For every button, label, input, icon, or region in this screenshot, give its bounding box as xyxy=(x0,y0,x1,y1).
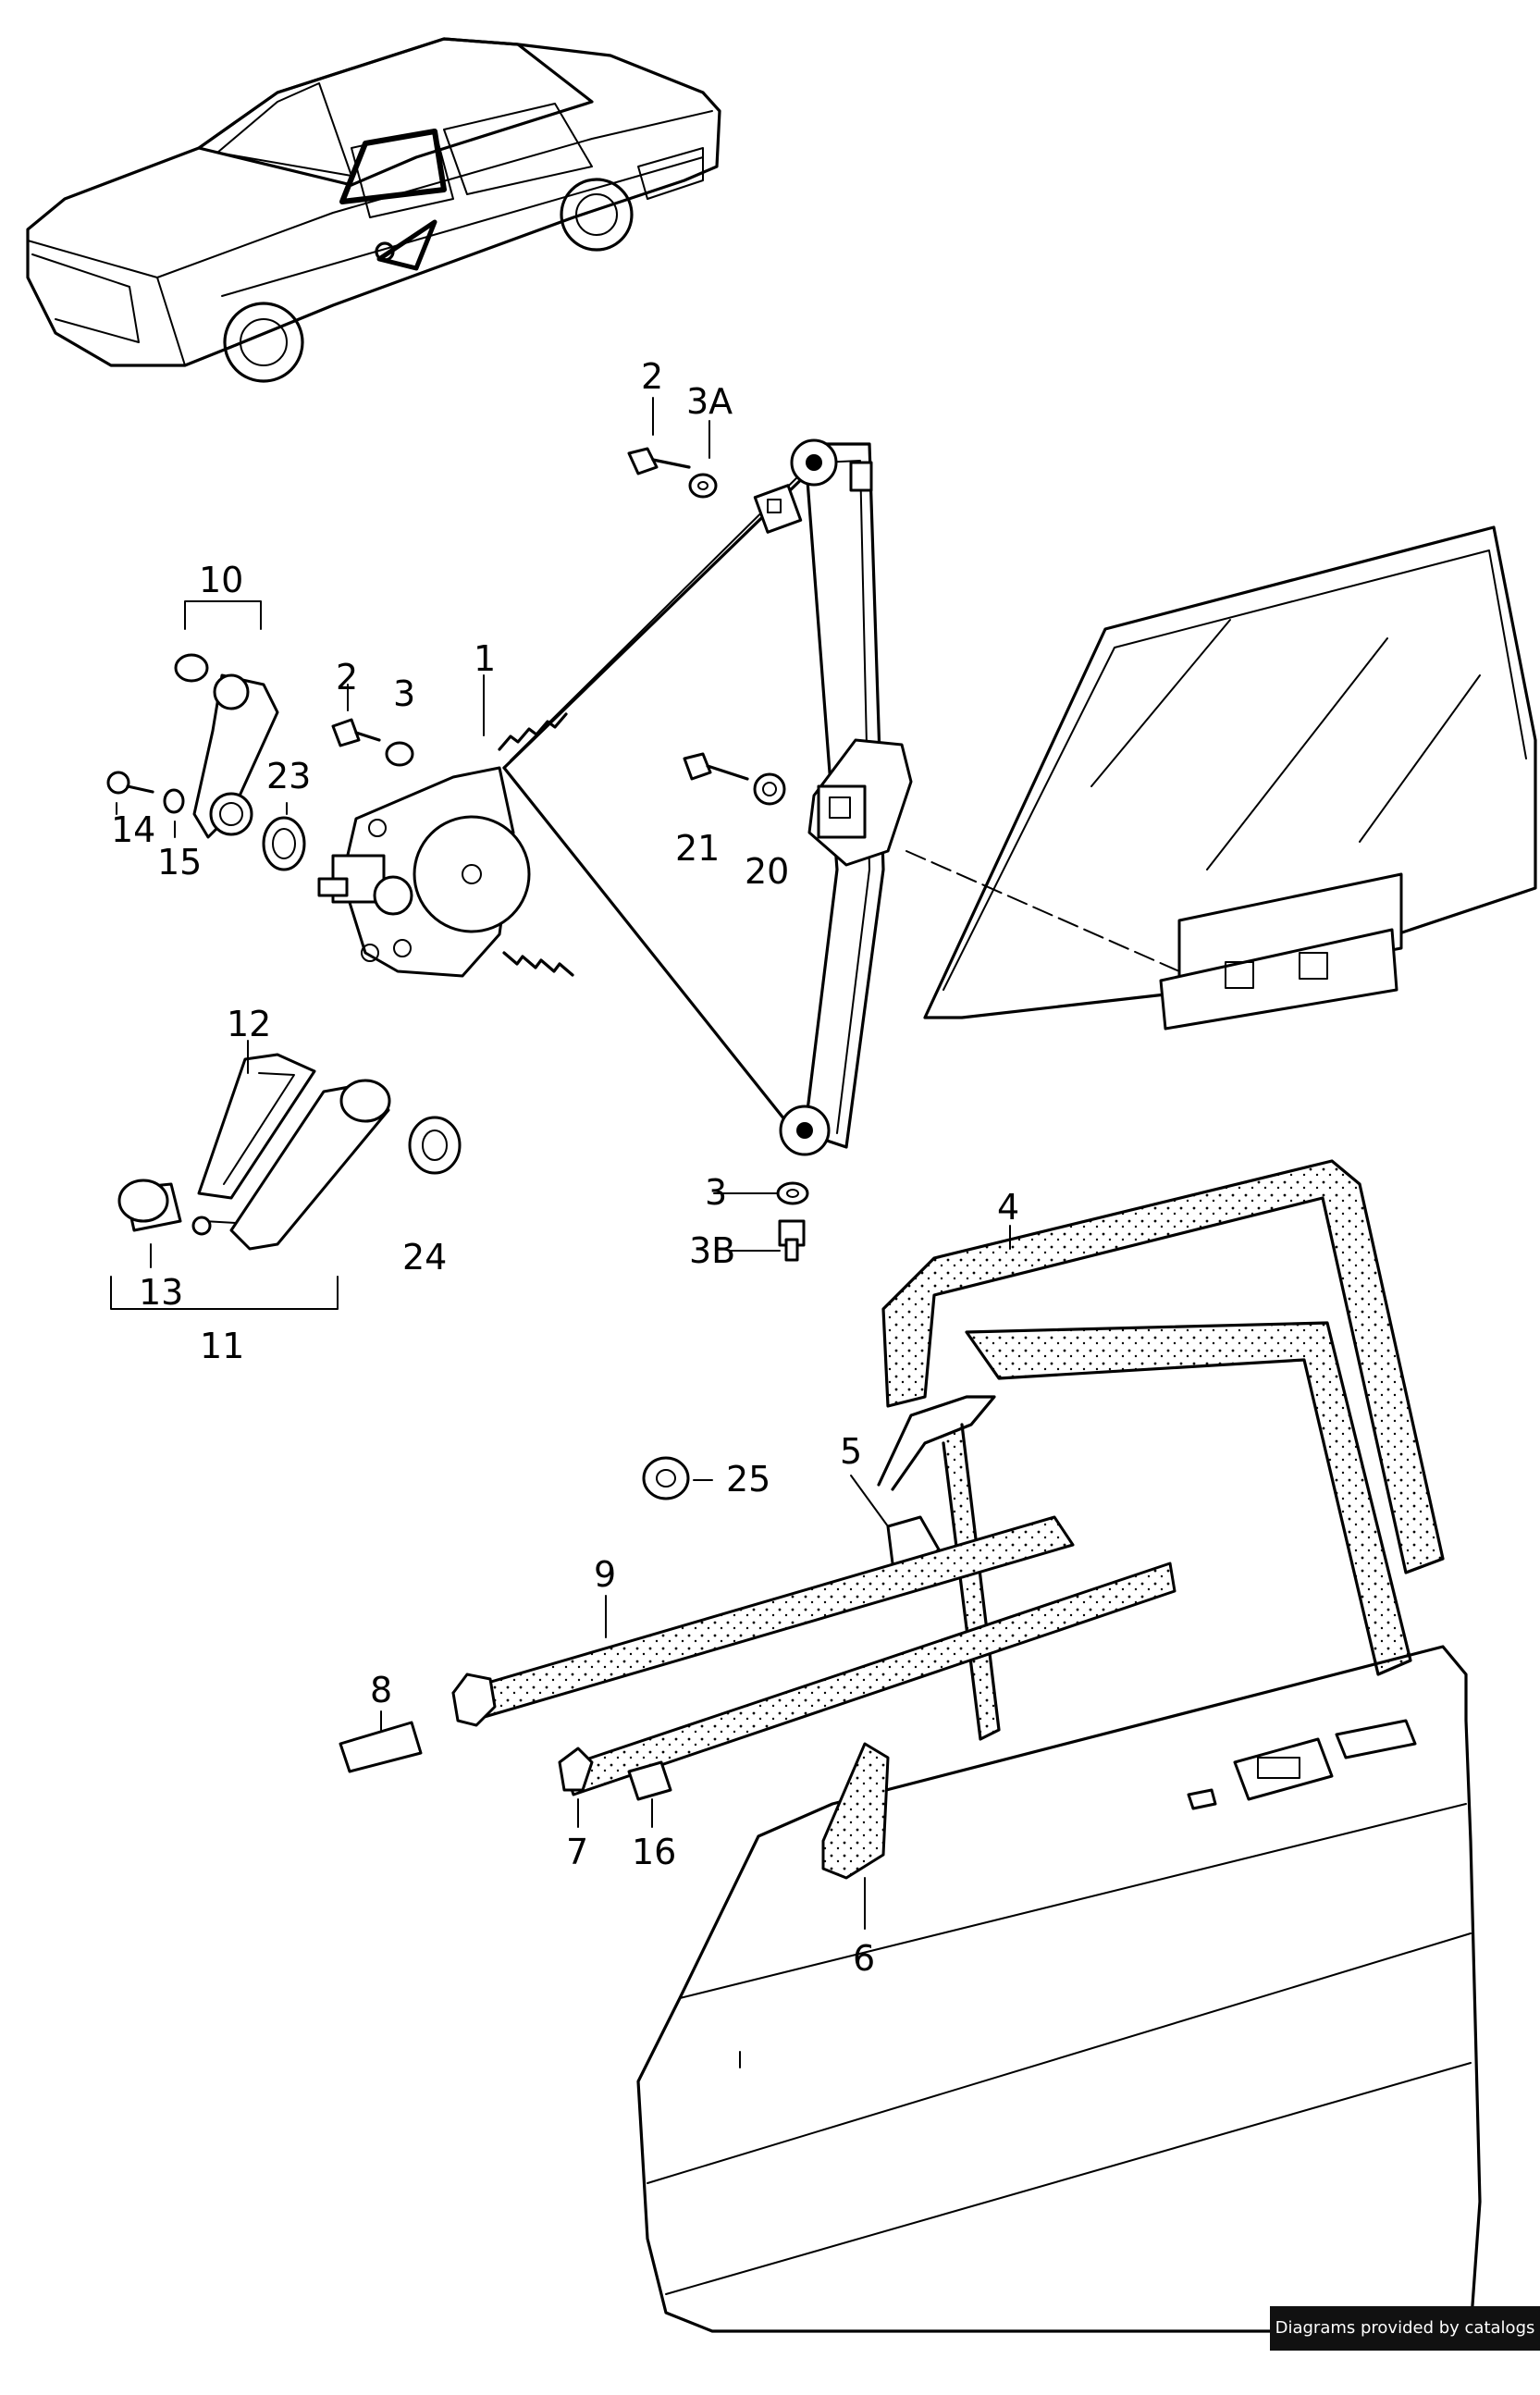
crank-handles xyxy=(106,653,462,1251)
callout-20: 20 xyxy=(745,851,789,892)
callout-11: 11 xyxy=(200,1326,244,1366)
callout-15: 15 xyxy=(157,842,202,883)
diagram-credit: Diagrams provided by catalogs parts xyxy=(1270,2306,1540,2382)
callout-5: 5 xyxy=(840,1431,862,1472)
window-regulator xyxy=(317,438,913,1156)
callout-6: 6 xyxy=(853,1938,875,1979)
callout-21: 21 xyxy=(675,828,720,869)
window-glass xyxy=(906,525,1537,1031)
callout-8: 8 xyxy=(370,1670,392,1710)
callout-1: 1 xyxy=(474,638,496,679)
callout-10: 10 xyxy=(199,560,243,600)
callout-2-mid: 2 xyxy=(336,657,358,698)
callout-3A: 3A xyxy=(686,381,733,422)
callout-24: 24 xyxy=(402,1237,447,1278)
callout-13: 13 xyxy=(139,1272,183,1313)
callout-16: 16 xyxy=(632,1832,676,1872)
callout-3-lower: 3 xyxy=(705,1172,727,1213)
callout-12: 12 xyxy=(227,1004,271,1044)
leader-lines xyxy=(110,397,1011,2068)
callout-9: 9 xyxy=(594,1554,616,1595)
car-overview xyxy=(26,37,721,383)
fasteners xyxy=(331,447,809,1262)
callout-23: 23 xyxy=(266,756,311,796)
callout-3-mid: 3 xyxy=(393,673,415,714)
callout-7: 7 xyxy=(566,1832,588,1872)
callout-4: 4 xyxy=(997,1187,1019,1228)
callout-14: 14 xyxy=(111,809,155,850)
callout-3B: 3B xyxy=(689,1230,735,1271)
callout-labels: 2 3A 10 1 2 3 23 14 15 21 20 12 3 4 24 3… xyxy=(111,356,1019,1979)
door-shell xyxy=(339,1159,1482,2333)
callout-25: 25 xyxy=(726,1459,770,1500)
callout-2-top: 2 xyxy=(641,356,663,397)
